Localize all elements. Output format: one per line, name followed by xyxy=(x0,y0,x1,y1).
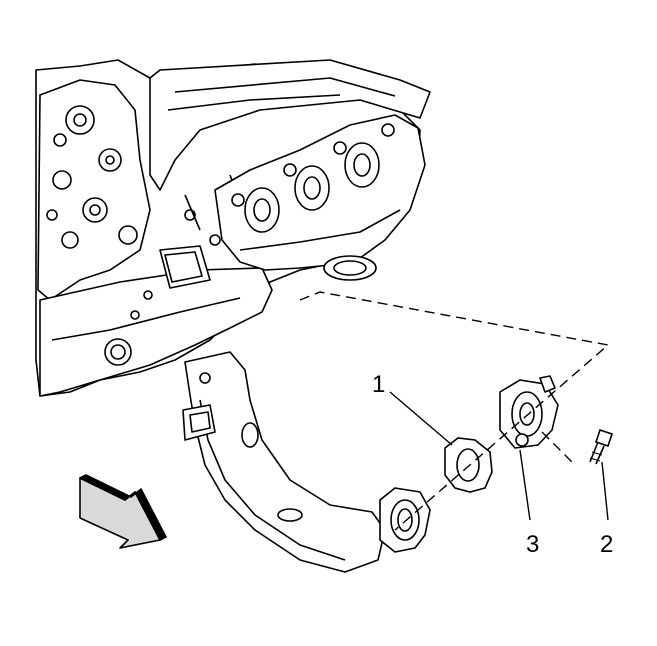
converter-flange xyxy=(499,375,559,449)
alignment-lines xyxy=(299,291,610,531)
callout-2: 2 xyxy=(600,531,613,558)
callout-3: 3 xyxy=(526,531,539,558)
leader-3 xyxy=(519,449,531,521)
exhaust-pipe xyxy=(182,351,386,573)
callout-1: 1 xyxy=(372,371,385,398)
pipe-flange xyxy=(379,487,431,553)
bolt xyxy=(589,428,614,465)
leader-lines xyxy=(389,391,609,521)
leader-2 xyxy=(601,461,609,521)
exhaust-manifold xyxy=(214,114,426,281)
leader-1 xyxy=(389,391,453,446)
front-arrow xyxy=(79,474,167,549)
gasket xyxy=(444,437,493,493)
